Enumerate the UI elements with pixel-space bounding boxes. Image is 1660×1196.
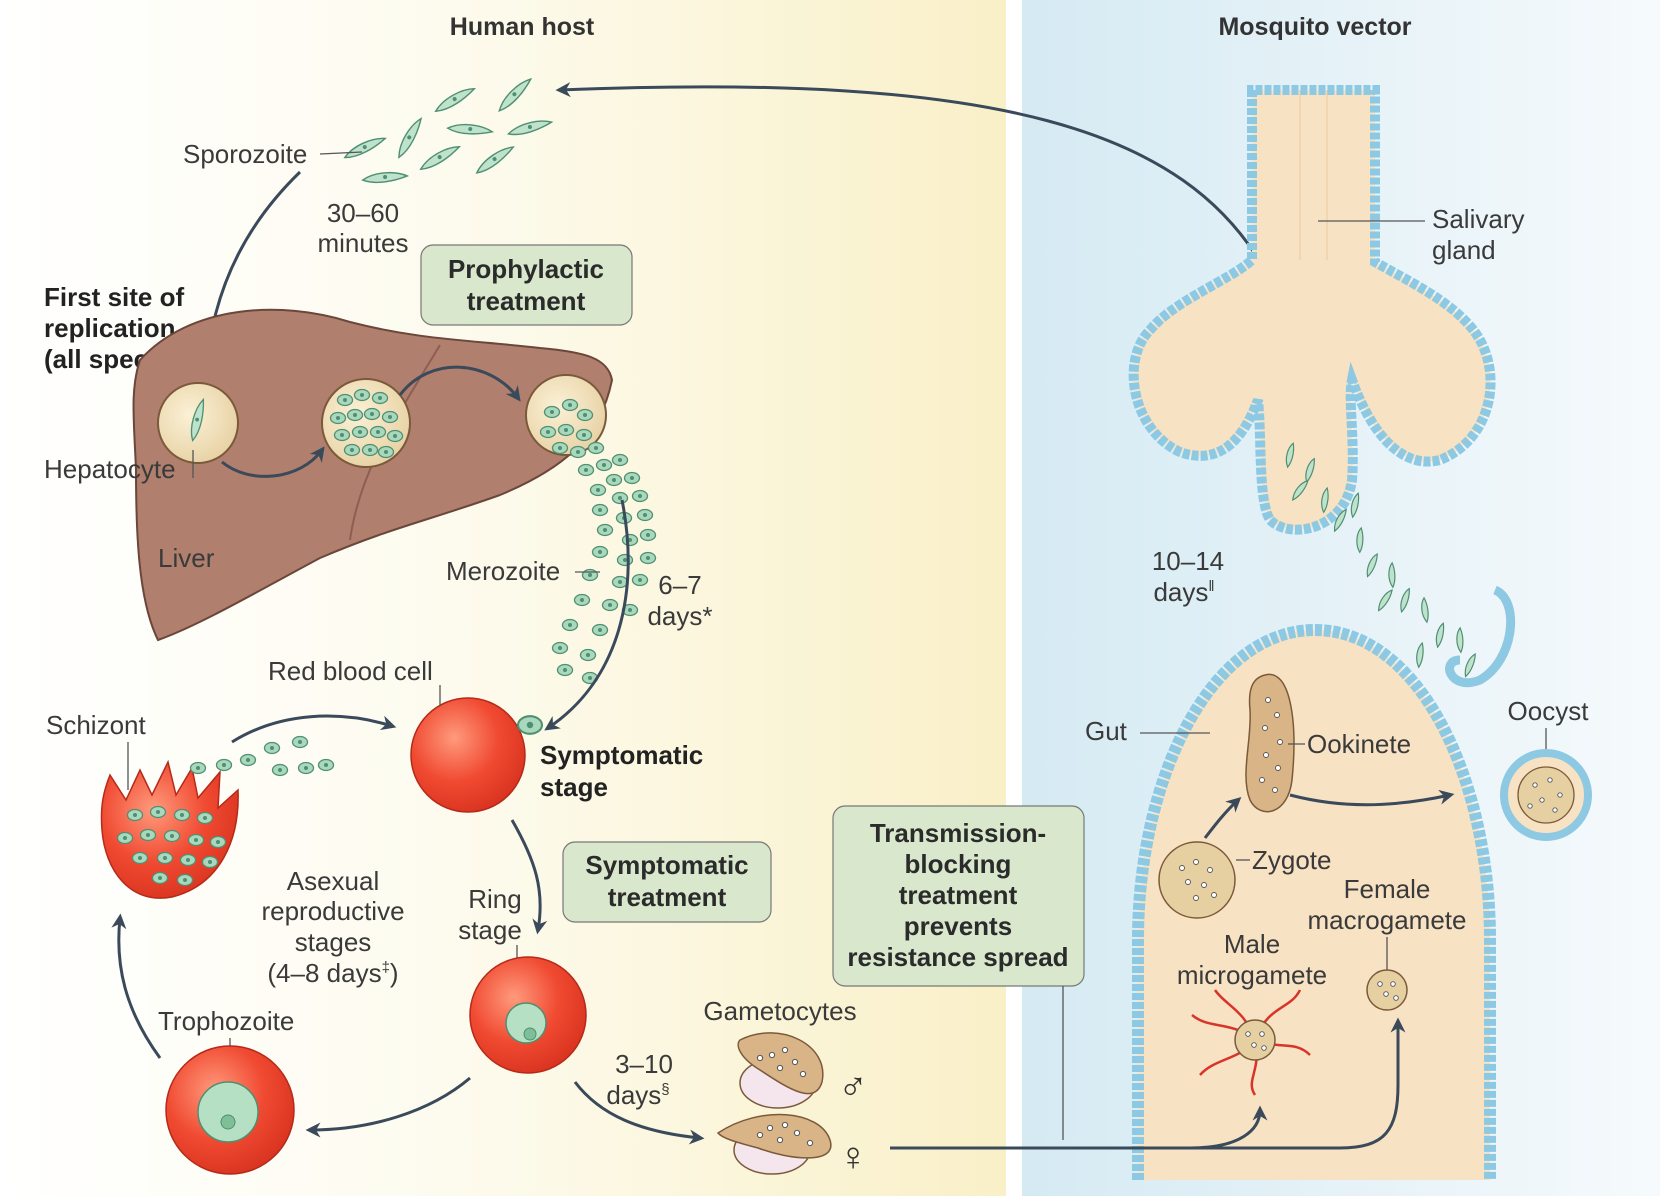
label-6-7: 6–7 — [658, 570, 701, 600]
mosquito-gut — [1132, 623, 1496, 1180]
female-macrogamete — [1366, 969, 1408, 1011]
label-3-10: 3–10 — [615, 1049, 673, 1079]
transmission-line-5: resistance spread — [847, 942, 1068, 972]
ookinete — [1245, 673, 1295, 813]
oocyst-granules — [1527, 777, 1563, 813]
male-microgamete — [1191, 989, 1311, 1096]
label-days-section: days§ — [606, 1080, 669, 1110]
transmission-line-3: treatment — [899, 880, 1018, 910]
liver — [132, 308, 614, 642]
male-line-2: microgamete — [1177, 960, 1327, 990]
label-gut: Gut — [1085, 716, 1128, 746]
female-line-1: Female — [1344, 874, 1431, 904]
arrow-gland-to-sporozoites — [555, 82, 1267, 271]
label-30-60: 30–60 — [327, 198, 399, 228]
label-days-dagger: days‖ — [1153, 577, 1214, 607]
transmission-line-1: Transmission- — [870, 818, 1046, 848]
symptomatic-stage-line-1: Symptomatic — [540, 740, 703, 770]
label-oocyst: Oocyst — [1508, 696, 1590, 726]
label-gametocytes: Gametocytes — [703, 996, 856, 1026]
label-merozoite: Merozoite — [446, 556, 560, 586]
transmission-line-4: prevents — [904, 911, 1012, 941]
label-trophozoite: Trophozoite — [158, 1006, 294, 1036]
sporozoite-leader — [319, 151, 363, 155]
transmission-line-2: blocking — [905, 849, 1012, 879]
ring-line-1: Ring — [468, 884, 521, 914]
label-gland: gland — [1432, 235, 1496, 265]
label-minutes: minutes — [317, 228, 408, 258]
asexual-line-2: reproductive — [261, 896, 404, 926]
label-salivary: Salivary — [1432, 204, 1524, 234]
prophylactic-line-2: treatment — [467, 286, 586, 316]
label-10-14: 10–14 — [1152, 546, 1224, 576]
male-line-1: Male — [1224, 929, 1280, 959]
symptomatic-treatment-box: Symptomatic treatment — [562, 841, 772, 923]
symptomatic-stage-line-2: stage — [540, 772, 608, 802]
prophylactic-line-1: Prophylactic — [448, 254, 604, 284]
male-gametocyte — [737, 1032, 824, 1109]
female-line-2: macrogamete — [1308, 905, 1467, 935]
asexual-line-1: Asexual — [287, 866, 380, 896]
label-hepatocyte: Hepatocyte — [44, 454, 176, 484]
ookinete-granules — [1259, 697, 1283, 793]
arrow-merozoite-to-rbc — [544, 499, 630, 731]
red-blood-cell — [410, 697, 526, 813]
female-symbol: ♀ — [838, 1135, 868, 1179]
label-ookinete: Ookinete — [1307, 729, 1411, 759]
label-days-star: days* — [647, 601, 712, 631]
ring-line-2: stage — [458, 915, 522, 945]
header-human-host: Human host — [450, 13, 595, 41]
label-sporozoite: Sporozoite — [183, 139, 307, 169]
salivary-gland — [1128, 85, 1496, 535]
first-site-line-1: First site of — [44, 282, 184, 312]
label-zygote: Zygote — [1252, 845, 1332, 875]
asexual-line-3: stages — [295, 927, 372, 957]
label-red-blood-cell: Red blood cell — [268, 656, 433, 686]
asexual-line-4: (4–8 days‡) — [267, 958, 398, 988]
prophylactic-treatment-box: Prophylactic treatment — [420, 244, 633, 326]
male-symbol: ♂ — [838, 1065, 868, 1109]
zygote-granules — [1179, 859, 1217, 901]
female-gametocyte — [716, 1113, 832, 1175]
zygote — [1158, 841, 1236, 919]
transmission-blocking-box: Transmission- blocking treatment prevent… — [832, 805, 1085, 987]
header-mosquito-vector: Mosquito vector — [1218, 13, 1411, 41]
first-site-line-2: replication — [44, 313, 175, 343]
label-liver: Liver — [158, 543, 215, 573]
symptomatic-line-2: treatment — [608, 882, 727, 912]
label-schizont: Schizont — [46, 710, 146, 740]
symptomatic-line-1: Symptomatic — [585, 850, 748, 880]
